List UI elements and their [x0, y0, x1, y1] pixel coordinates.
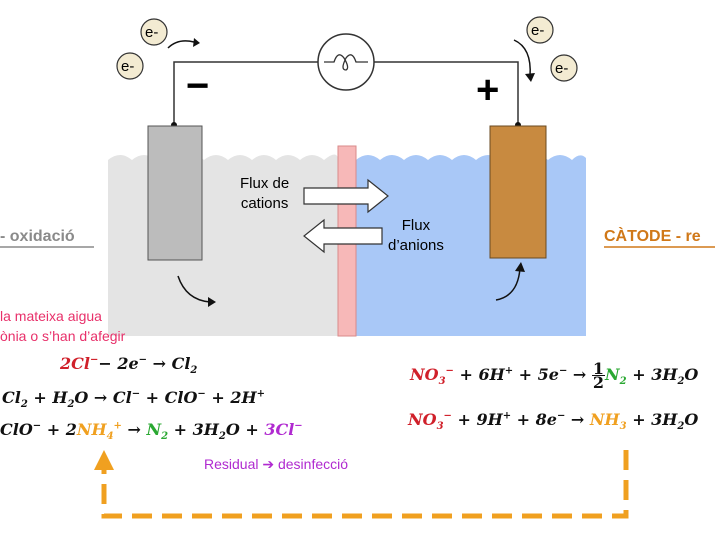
- recycle-arrow-head: [94, 450, 114, 470]
- electron-flow-arrow-right: [513, 39, 531, 77]
- wire-right: [374, 61, 519, 125]
- cathode-electrode: [489, 125, 547, 259]
- electron-label: e-: [145, 24, 159, 41]
- recycle-loop-arrow: [101, 450, 629, 519]
- cathode-side-label: CÀTODE - re: [604, 228, 701, 245]
- anode-electrode: [147, 125, 203, 261]
- anion-flux-arrow: [303, 218, 383, 254]
- residual-label: Residual ➔ desinfecció: [204, 456, 349, 472]
- wire-left: [173, 61, 318, 125]
- electron-label: e-: [555, 60, 569, 77]
- electron-flow-arrow-left: [167, 40, 195, 49]
- electron-icon: [526, 16, 554, 44]
- anode-equation-3: ClO− + 2NH4+ → N2 + 3H2O + 3Cl−: [0, 420, 303, 443]
- electron-label: e-: [531, 22, 545, 39]
- cathode-sign: +: [476, 68, 500, 112]
- electron-icon: [550, 54, 578, 82]
- lamp-filament: [324, 54, 368, 71]
- anode-solution: [108, 154, 338, 336]
- anode-equation-2: Cl2 + H2O → Cl− + ClO− + 2H+: [2, 388, 265, 411]
- anode-side-label: - oxidació: [0, 228, 75, 245]
- anode-equation-1: 2Cl−− 2e− → Cl2: [60, 354, 198, 377]
- anode-flow-arrow: [177, 275, 211, 303]
- electron-label: e-: [121, 58, 135, 75]
- cathode-equation-2: NO3− + 9H+ + 8e− → NH3 + 3H2O: [408, 410, 699, 433]
- note-line-1: la mateixa aigua: [0, 308, 102, 324]
- note-line-2: ònia o s’han d’afegir: [0, 328, 126, 344]
- cation-flux-arrow: [303, 178, 389, 214]
- electron-icon: [140, 18, 168, 46]
- electron-icon: [116, 52, 144, 80]
- cathode-flow-arrow: [495, 267, 521, 301]
- anode-sign: −: [186, 64, 210, 108]
